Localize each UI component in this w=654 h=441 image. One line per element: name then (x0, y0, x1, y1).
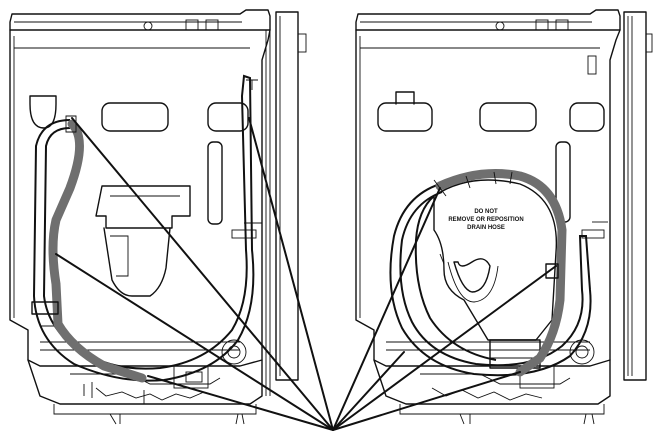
warning-label-line-1: DO NOT (474, 209, 498, 215)
right-tub-outline (355, 29, 621, 367)
callout-line-6 (332, 351, 405, 431)
warning-label-line-3: DRAIN HOSE (467, 225, 505, 231)
right-top-vent (395, 91, 415, 105)
warning-label: DO NOT REMOVE OR REPOSITION DRAIN HOSE (448, 209, 523, 231)
left-shaded-hose (48, 119, 147, 383)
right-door-frame (623, 11, 647, 381)
left-view (9, 9, 307, 425)
callout-line-4 (248, 117, 334, 431)
left-base (27, 359, 263, 405)
right-base (373, 359, 611, 405)
left-tub-outline (9, 29, 271, 367)
right-view: DO NOT REMOVE OR REPOSITION DRAIN HOSE (355, 9, 653, 425)
right-filter-opening (453, 258, 491, 293)
callout-line-2 (55, 253, 334, 431)
left-filter-cup (103, 227, 171, 297)
callout-line-3 (147, 375, 334, 431)
right-shaded-hose (435, 169, 567, 377)
left-sump-housing (95, 185, 191, 229)
right-drain-hose (389, 183, 592, 377)
callout-line-1 (71, 117, 334, 431)
warning-label-line-2: REMOVE OR REPOSITION (448, 217, 523, 223)
left-top-frame (9, 9, 271, 31)
callout-line-7 (332, 265, 557, 431)
left-door-frame (275, 11, 299, 381)
right-top-frame (355, 9, 621, 31)
right-sump-housing (433, 179, 558, 341)
callout-line-8 (332, 371, 521, 431)
callout-line-5 (332, 187, 441, 431)
callout-lines (55, 117, 557, 431)
